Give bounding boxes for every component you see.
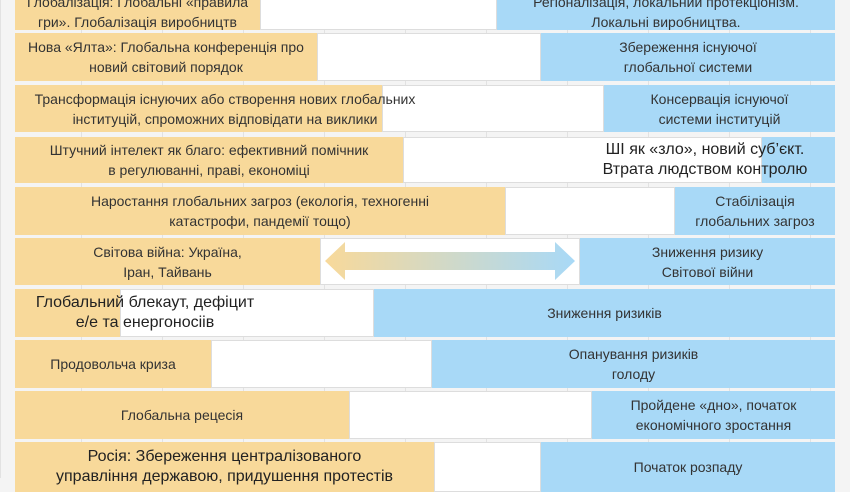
- right-scenario-bar: [592, 391, 835, 439]
- scenario-row: Росія: Збереження централізованого управ…: [15, 442, 835, 492]
- middle-gap: [434, 442, 541, 492]
- right-scenario-text: Консервація існуючої системи інституцій: [650, 90, 789, 127]
- left-scenario-text: Росія: Збереження централізованого управ…: [56, 448, 393, 485]
- left-scenario-bar: [15, 391, 349, 439]
- scenario-row: Штучний інтелект як благо: ефективний по…: [15, 137, 835, 183]
- right-scenario-bar: [432, 340, 835, 388]
- right-scenario-text: ШІ як «зло», новий суб’єкт. Втрата людст…: [602, 141, 808, 178]
- left-scenario-text: Продовольча криза: [50, 356, 176, 372]
- right-scenario-text: Пройдене «дно», початок економічного зро…: [630, 397, 797, 433]
- right-scenario-text: Стабілізація глобальних загроз: [695, 193, 815, 229]
- right-scenario-bar: [541, 33, 835, 81]
- scenario-row: Нова «Ялта»: Глобальна конференція про н…: [15, 33, 835, 81]
- left-scenario-bar: [15, 85, 382, 132]
- right-scenario-bar: [762, 137, 835, 183]
- middle-gap: [211, 340, 432, 388]
- scenario-row: Наростання глобальних загроз (екологія, …: [15, 187, 835, 235]
- scenario-row: Світова війна: Україна, Іран, Тайвань Зн…: [15, 238, 835, 285]
- left-scenario-bar: [15, 289, 120, 337]
- scenario-row: Трансформація існуючих або створення нов…: [15, 85, 835, 132]
- right-scenario-text: Регіоналізація, локальний протекціонізм.…: [533, 0, 799, 30]
- left-scenario-bar: [15, 238, 320, 285]
- middle-gap: [260, 0, 497, 30]
- left-scenario-bar: [15, 187, 505, 235]
- scenario-row: Продовольча криза Опанування ризиків гол…: [15, 340, 835, 388]
- left-scenario-bar: [15, 33, 317, 81]
- left-scenario-text: Трансформація існуючих або створення нов…: [34, 90, 416, 127]
- left-scenario-text: Глобальний блекаут, дефіцит е/е та енерг…: [35, 294, 255, 331]
- right-scenario-bar: [604, 85, 835, 132]
- right-scenario-bar: [374, 289, 835, 337]
- right-scenario-bar: [580, 238, 835, 285]
- left-scenario-bar: [15, 340, 211, 388]
- right-scenario-text: Початок розпаду: [633, 459, 743, 475]
- left-scenario-bar: [15, 0, 260, 30]
- left-scenario-text: Штучний інтелект як благо: ефективний по…: [49, 142, 369, 178]
- middle-gap: [349, 391, 592, 439]
- double-arrow-icon: [325, 242, 575, 280]
- left-scenario-text: Світова війна: Україна, Іран, Тайвань: [93, 243, 242, 280]
- right-scenario-text: Збереження існуючої глобальної системи: [619, 39, 757, 75]
- right-scenario-bar: [497, 0, 835, 30]
- left-scenario-text: Наростання глобальних загроз (екологія, …: [90, 193, 430, 229]
- middle-gap: [120, 289, 374, 337]
- left-scenario-bar: [15, 137, 403, 183]
- left-scenario-text: Нова «Ялта»: Глобальна конференція про н…: [28, 39, 304, 75]
- middle-gap: [505, 187, 675, 235]
- middle-gap: [317, 33, 541, 81]
- middle-gap: [403, 137, 762, 183]
- scenario-row: Глобальний блекаут, дефіцит е/е та енерг…: [15, 289, 835, 337]
- left-scenario-text: Глобальна рецесія: [120, 407, 244, 423]
- right-scenario-bar: [675, 187, 835, 235]
- scenario-row: Глобальна рецесія Пройдене «дно», почато…: [15, 391, 835, 439]
- right-scenario-text: Опанування ризиків голоду: [568, 346, 699, 382]
- right-scenario-text: Зниження ризику Світової війни: [651, 243, 764, 280]
- scenario-row: Глобалізація: Глобальні «правила гри». Г…: [15, 0, 835, 30]
- middle-gap: [382, 85, 604, 132]
- left-scenario-text: Глобалізація: Глобальні «правила гри». Г…: [26, 0, 249, 30]
- right-scenario-text: Зниження ризиків: [547, 305, 662, 321]
